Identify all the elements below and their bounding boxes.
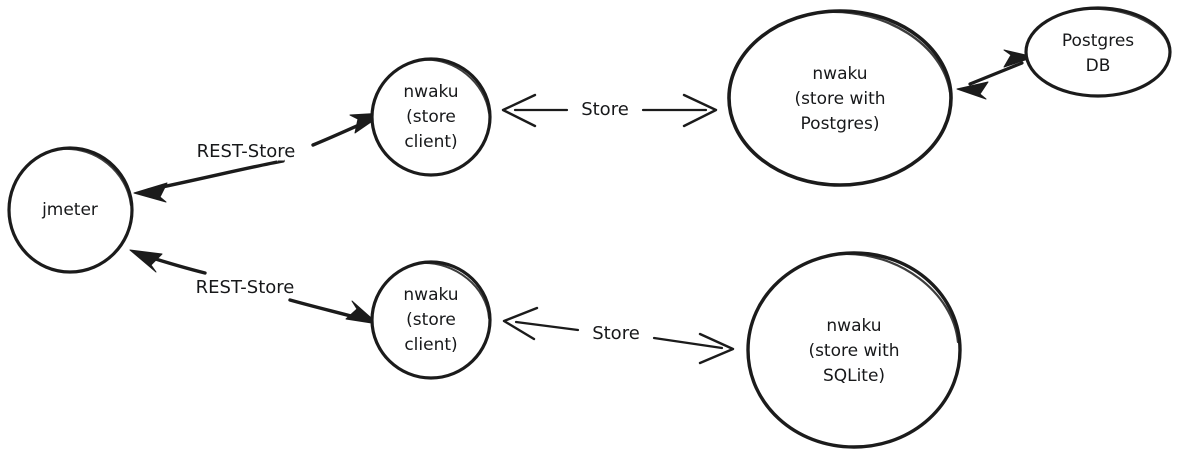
node-sketch-overstroke — [824, 10, 952, 94]
node-shape-ellipse — [727, 9, 953, 187]
edge-label-rest-store-bottom: REST-Store — [196, 277, 295, 298]
node-label-line1: Postgres — [1062, 31, 1134, 51]
edge-label-store-top: Store — [581, 99, 629, 120]
node-label-line3: client) — [404, 335, 457, 355]
node-sketch-overstroke — [838, 252, 960, 344]
edge-line-left — [514, 320, 580, 332]
edge-label-store-top-halo: Store — [581, 99, 629, 120]
node-label-line1: nwaku — [403, 82, 458, 102]
node-shape-circle — [370, 57, 492, 177]
arrowhead-right — [682, 93, 718, 128]
node-sketch-overstroke — [1086, 7, 1171, 50]
node-nwaku-store-client-bottom[interactable]: nwaku (store client) — [370, 260, 492, 380]
edge-label-rest-store-top-halo: REST-Store — [197, 141, 296, 162]
arrowhead-left — [133, 182, 168, 203]
node-label-line1: nwaku — [826, 316, 881, 336]
node-shape-circle — [370, 260, 492, 380]
node-nwaku-store-client-top[interactable]: nwaku (store client) — [370, 57, 492, 177]
edge-label-store-bottom: Store — [592, 323, 640, 344]
node-sketch-overstroke — [419, 261, 490, 319]
arrowhead-left — [501, 93, 537, 128]
node-nwaku-store-sqlite[interactable]: nwaku (store with SQLite) — [746, 251, 962, 449]
arrowhead-left — [129, 249, 163, 273]
node-label-line1: nwaku — [812, 64, 867, 84]
node-label-line2: (store — [406, 310, 456, 330]
edge-client-bottom-to-sqlite-node[interactable]: Store Store — [502, 306, 735, 365]
node-label-line3: SQLite) — [823, 366, 885, 386]
edge-label-rest-store-bottom-halo: REST-Store — [196, 277, 295, 298]
edge-label-store-bottom-halo: Store — [592, 323, 640, 344]
node-jmeter[interactable]: jmeter — [7, 146, 134, 274]
node-label-line2: DB — [1086, 56, 1111, 76]
node-shape-circle — [746, 251, 962, 449]
edge-label-rest-store-top: REST-Store — [197, 141, 296, 162]
node-shape-circle — [7, 146, 134, 274]
edge-client-top-to-postgres-node[interactable]: Store Store — [501, 93, 718, 128]
node-label-line1: jmeter — [41, 200, 98, 220]
node-sketch-overstroke — [421, 58, 490, 114]
node-postgres-db[interactable]: Postgres DB — [1024, 6, 1172, 98]
edge-postgres-node-to-db[interactable] — [956, 49, 1035, 100]
node-label-line1: nwaku — [403, 285, 458, 305]
edge-jmeter-to-client-top[interactable]: REST-Store REST-Store — [133, 112, 385, 203]
arrowhead-right — [698, 332, 735, 365]
arrowhead-right — [345, 300, 379, 325]
node-label-line3: client) — [404, 132, 457, 152]
arrowhead-left — [956, 81, 989, 100]
node-label-line2: (store with — [794, 89, 885, 109]
node-shape-ellipse — [1024, 6, 1172, 98]
node-label-line2: (store with — [808, 341, 899, 361]
arrowhead-left — [502, 306, 539, 341]
edge-line — [968, 61, 1024, 86]
arrowhead-right — [1003, 49, 1035, 68]
node-sketch-overstroke — [59, 147, 133, 207]
node-label-line2: (store — [406, 107, 456, 127]
edge-line-right — [652, 336, 724, 350]
edge-jmeter-to-client-bottom[interactable]: REST-Store REST-Store — [129, 249, 379, 325]
node-nwaku-store-postgres[interactable]: nwaku (store with Postgres) — [727, 9, 953, 187]
edge-line-left — [146, 159, 285, 192]
node-label-line3: Postgres) — [801, 114, 880, 134]
